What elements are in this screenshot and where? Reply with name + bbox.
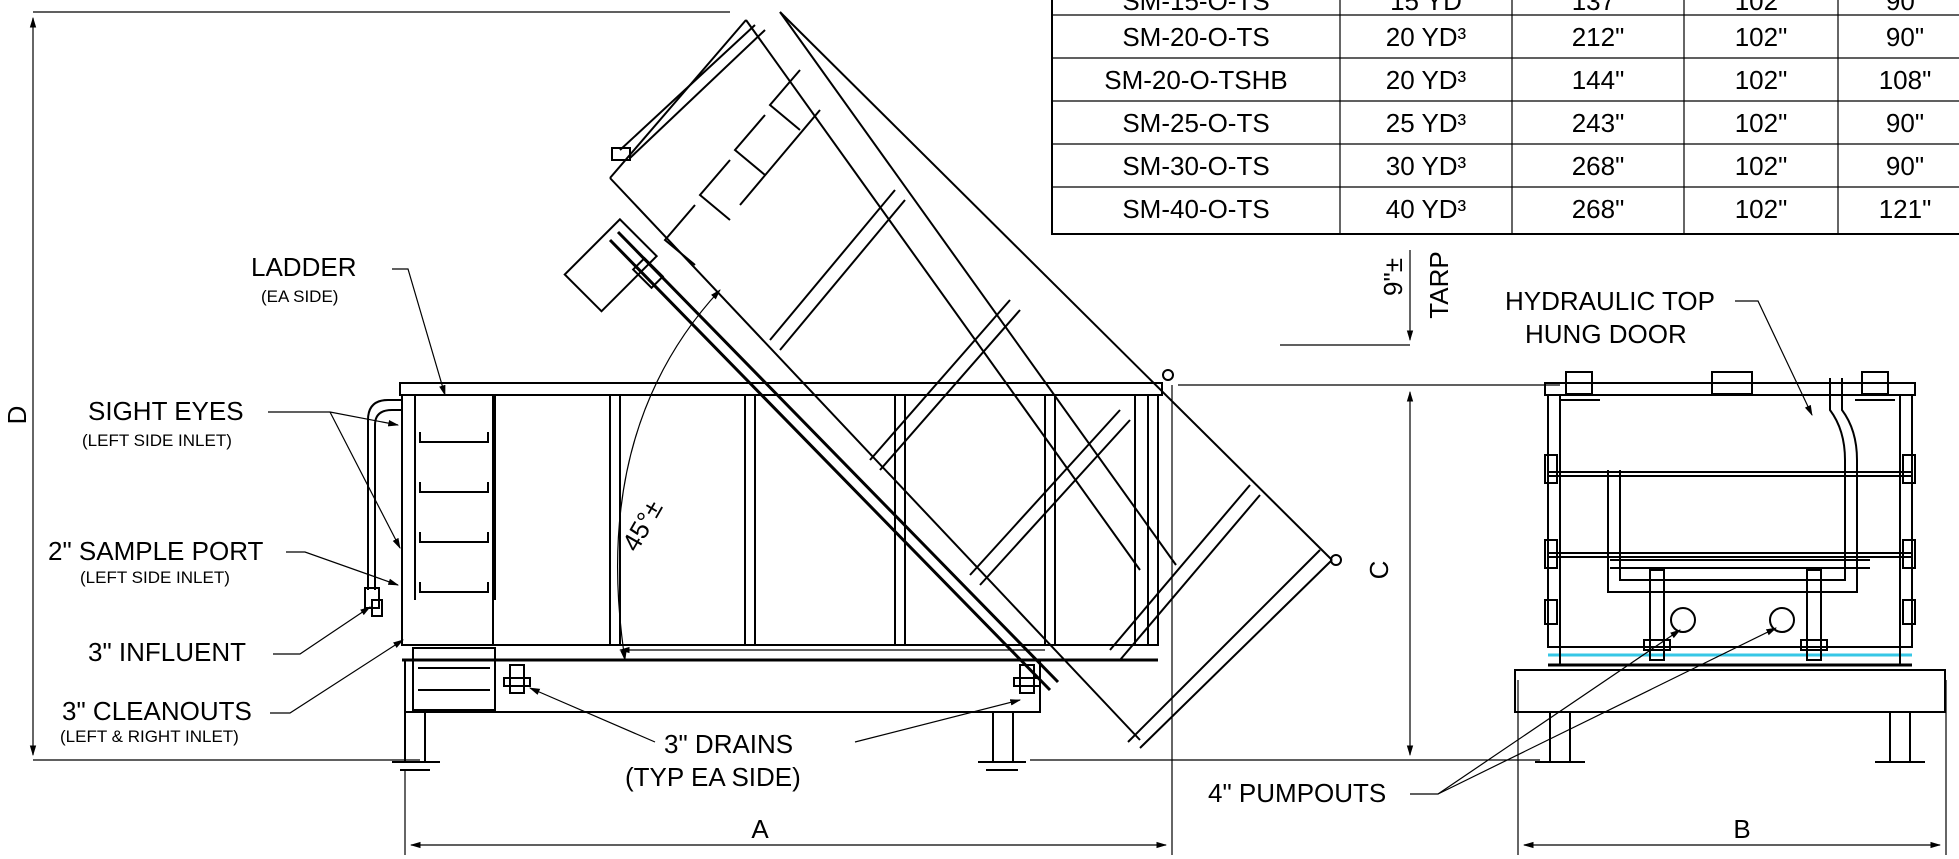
sample-port-sub-label: (LEFT SIDE INLET) xyxy=(80,568,230,587)
table-cell: 15 YD xyxy=(1390,0,1462,16)
table-cell: 90" xyxy=(1886,22,1924,52)
table-cell: SM-25-O-TS xyxy=(1122,108,1269,138)
table-cell: 243" xyxy=(1572,108,1625,138)
door-label-line2: HUNG DOOR xyxy=(1525,319,1687,349)
table-cell: 102" xyxy=(1735,151,1788,181)
cleanouts-label: 3" CLEANOUTS xyxy=(62,696,252,726)
sight-eyes-sub-label: (LEFT SIDE INLET) xyxy=(82,431,232,450)
side-view xyxy=(364,382,1163,771)
table-cell: 102" xyxy=(1735,22,1788,52)
table-cell: 102" xyxy=(1735,0,1788,16)
tarp-dim-label: 9"± xyxy=(1378,258,1408,296)
tarp-label: TARP xyxy=(1424,251,1454,318)
table-cell: 268" xyxy=(1572,194,1625,224)
table-cell: 121" xyxy=(1879,194,1932,224)
angle-label: 45°± xyxy=(616,495,669,556)
table-cell: 25 YD³ xyxy=(1386,108,1467,138)
dim-a-label: A xyxy=(751,814,769,844)
table-cell: SM-20-O-TS xyxy=(1122,22,1269,52)
table-cell: SM-20-O-TSHB xyxy=(1104,65,1287,95)
table-cell: 90" xyxy=(1886,151,1924,181)
drains-sub-label: (TYP EA SIDE) xyxy=(625,762,801,792)
dimension-c: C xyxy=(1030,384,1560,761)
dimension-a: A xyxy=(404,385,1173,855)
table-cell: 30 YD³ xyxy=(1386,151,1467,181)
end-view xyxy=(1514,371,1946,763)
dimension-d: D xyxy=(2,11,730,761)
callouts: LADDER (EA SIDE) SIGHT EYES (LEFT SIDE I… xyxy=(48,252,1022,792)
table-cell: 268" xyxy=(1572,151,1625,181)
table-cell: SM-30-O-TS xyxy=(1122,151,1269,181)
table-cell: 40 YD³ xyxy=(1386,194,1467,224)
table-cell: 212" xyxy=(1572,22,1625,52)
table-cell: SM-40-O-TS xyxy=(1122,194,1269,224)
ladder-label: LADDER xyxy=(251,252,356,282)
table-cell: SM-15-O-TS xyxy=(1122,0,1269,16)
tarp-dimension: 9"± TARP xyxy=(1280,250,1454,346)
table-cell: 108" xyxy=(1879,65,1932,95)
dim-b-label: B xyxy=(1733,814,1750,844)
dim-d-label: D xyxy=(2,406,32,425)
table-cell: 102" xyxy=(1735,194,1788,224)
door-label-line1: HYDRAULIC TOP xyxy=(1505,286,1715,316)
table-cell: 90" xyxy=(1886,108,1924,138)
sight-eyes-label: SIGHT EYES xyxy=(88,396,244,426)
end-view-callouts: HYDRAULIC TOP HUNG DOOR 4" PUMPOUTS xyxy=(1208,286,1813,808)
sample-port-label: 2" SAMPLE PORT xyxy=(48,536,263,566)
pumpouts-label: 4" PUMPOUTS xyxy=(1208,778,1386,808)
table-cell: 90" xyxy=(1886,0,1924,16)
table-cell: 137" xyxy=(1572,0,1625,16)
drains-label: 3" DRAINS xyxy=(664,729,793,759)
influent-label: 3" INFLUENT xyxy=(88,637,246,667)
table-cell: 20 YD³ xyxy=(1386,65,1467,95)
table-cell: 144" xyxy=(1572,65,1625,95)
cleanouts-sub-label: (LEFT & RIGHT INLET) xyxy=(60,727,239,746)
dim-c-label: C xyxy=(1364,561,1394,580)
table-cell: 102" xyxy=(1735,108,1788,138)
dimension-b: B xyxy=(1517,680,1947,855)
table-cell: 20 YD³ xyxy=(1386,22,1467,52)
table-cell: 102" xyxy=(1735,65,1788,95)
ladder-sub-label: (EA SIDE) xyxy=(261,287,338,306)
